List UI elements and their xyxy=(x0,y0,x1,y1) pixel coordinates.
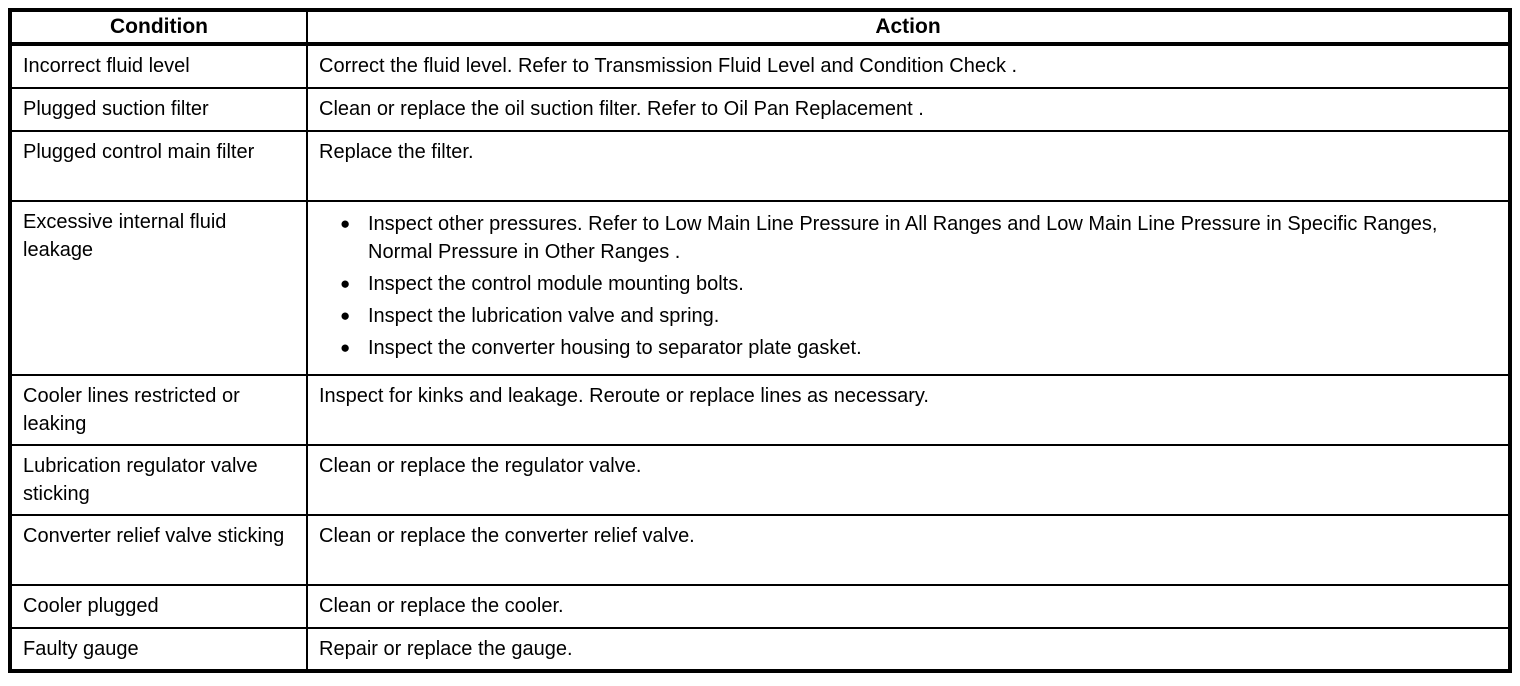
bullet-text: Inspect the control module mounting bolt… xyxy=(368,273,744,295)
action-cell: Inspect for kinks and leakage. Reroute o… xyxy=(306,374,1511,446)
action-cell: Clean or replace the converter relief va… xyxy=(306,514,1511,586)
action-cell: Repair or replace the gauge. xyxy=(306,627,1511,672)
list-item: ● Inspect other pressures. Refer to Low … xyxy=(340,210,1498,266)
condition-cell: Cooler lines restricted or leaking xyxy=(9,374,308,446)
condition-cell: Plugged suction filter xyxy=(9,87,308,132)
table-row: Excessive internal fluid leakage ● Inspe… xyxy=(9,200,1511,376)
action-cell: Clean or replace the oil suction filter.… xyxy=(306,87,1511,132)
list-item: ● Inspect the control module mounting bo… xyxy=(340,270,1498,298)
bullet-icon: ● xyxy=(340,214,351,233)
condition-cell: Excessive internal fluid leakage xyxy=(9,200,308,376)
condition-cell: Converter relief valve sticking xyxy=(9,514,308,586)
action-column-header: Action xyxy=(306,9,1511,46)
table-row: Plugged control main filter Replace the … xyxy=(9,130,1511,202)
action-bullet-list: ● Inspect other pressures. Refer to Low … xyxy=(340,210,1498,362)
table-row: Converter relief valve sticking Clean or… xyxy=(9,514,1511,586)
action-cell: Clean or replace the regulator valve. xyxy=(306,444,1511,516)
table-row: Lubrication regulator valve sticking Cle… xyxy=(9,444,1511,516)
bullet-text: Inspect the converter housing to separat… xyxy=(368,337,862,359)
bullet-text: Inspect the lubrication valve and spring… xyxy=(368,305,720,327)
condition-cell: Faulty gauge xyxy=(9,627,308,672)
action-cell: Clean or replace the cooler. xyxy=(306,584,1511,629)
table-row: Plugged suction filter Clean or replace … xyxy=(9,87,1511,132)
bullet-icon: ● xyxy=(340,306,351,325)
bullet-icon: ● xyxy=(340,338,351,357)
header-row: Condition Action xyxy=(9,9,1511,46)
list-item: ● Inspect the converter housing to separ… xyxy=(340,334,1498,362)
action-cell: Replace the filter. xyxy=(306,130,1511,202)
troubleshooting-table: Condition Action Incorrect fluid level C… xyxy=(8,8,1512,673)
condition-column-header: Condition xyxy=(9,9,308,46)
list-item: ● Inspect the lubrication valve and spri… xyxy=(340,302,1498,330)
condition-cell: Lubrication regulator valve sticking xyxy=(9,444,308,516)
table-row: Incorrect fluid level Correct the fluid … xyxy=(9,43,1511,89)
action-cell: ● Inspect other pressures. Refer to Low … xyxy=(306,200,1511,376)
action-cell: Correct the fluid level. Refer to Transm… xyxy=(306,43,1511,89)
table-row: Cooler lines restricted or leaking Inspe… xyxy=(9,374,1511,446)
condition-cell: Plugged control main filter xyxy=(9,130,308,202)
condition-cell: Cooler plugged xyxy=(9,584,308,629)
table-row: Faulty gauge Repair or replace the gauge… xyxy=(9,627,1511,672)
bullet-text: Inspect other pressures. Refer to Low Ma… xyxy=(368,213,1438,263)
condition-cell: Incorrect fluid level xyxy=(9,43,308,89)
table-row: Cooler plugged Clean or replace the cool… xyxy=(9,584,1511,629)
bullet-icon: ● xyxy=(340,274,351,293)
